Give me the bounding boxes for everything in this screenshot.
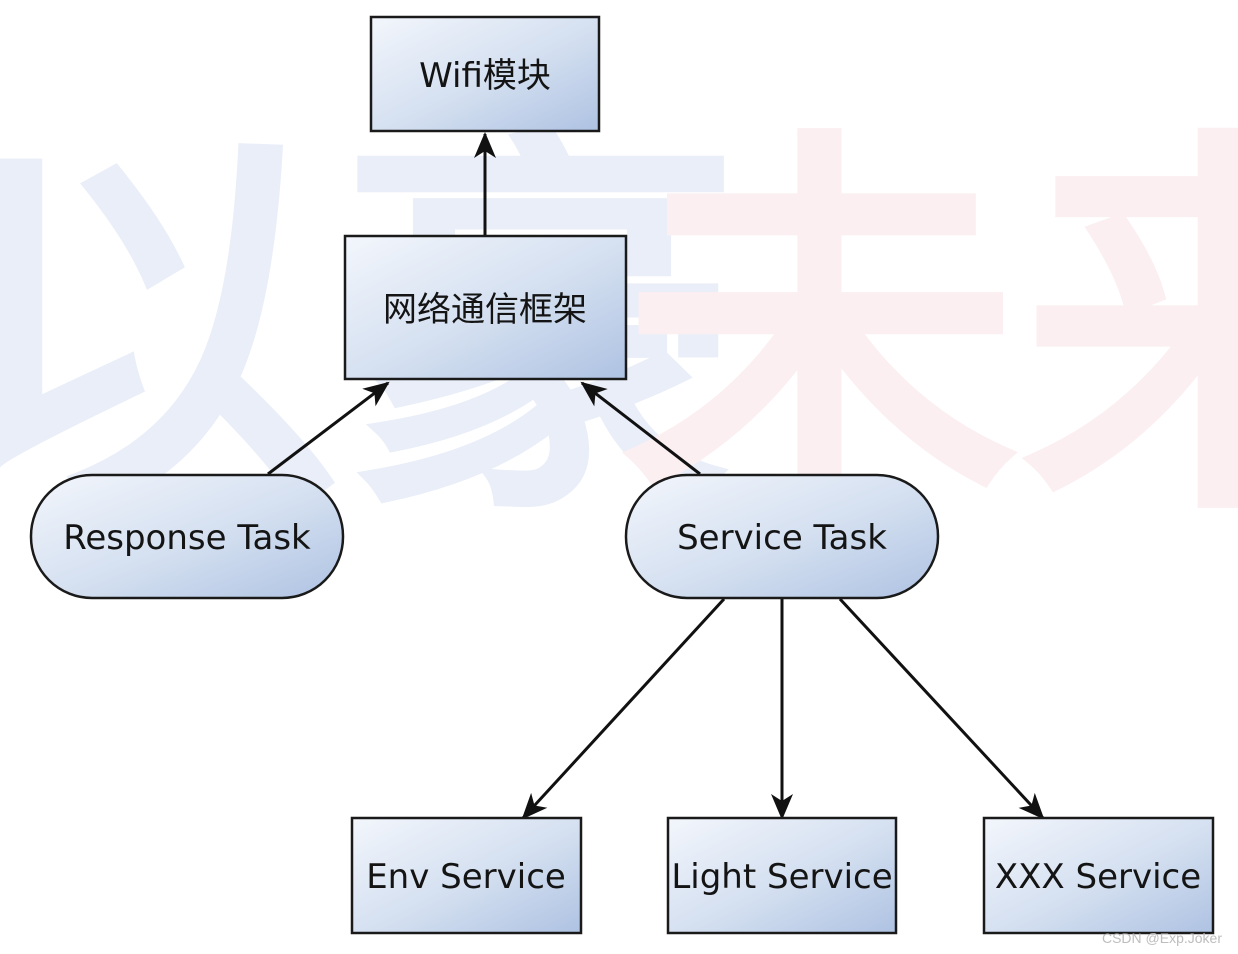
edge-service-to-xxx [838, 597, 1045, 820]
edge-service-to-network [580, 381, 701, 476]
node-light-service: Light Service [666, 816, 898, 935]
node-wifi-module: Wifi模块 [369, 15, 601, 133]
response-task-label: Response Task [63, 518, 311, 558]
csdn-credit-watermark: CSDN @Exp.Joker [1101, 930, 1222, 946]
node-response-task: Response Task [29, 473, 345, 600]
wifi-module-label: Wifi模块 [419, 56, 551, 96]
service-task-label: Service Task [677, 518, 887, 558]
edges [267, 132, 1045, 820]
edge-response-to-network [267, 381, 390, 476]
node-service-task: Service Task [624, 473, 940, 600]
env-service-label: Env Service [366, 857, 566, 897]
edge-service-to-env [521, 597, 726, 820]
light-service-label: Light Service [671, 857, 892, 897]
xxx-service-label: XXX Service [995, 857, 1201, 897]
network-framework-label: 网络通信框架 [383, 290, 587, 330]
node-xxx-service: XXX Service [982, 816, 1215, 935]
node-network-framework: 网络通信框架 [343, 234, 628, 381]
node-env-service: Env Service [350, 816, 583, 935]
